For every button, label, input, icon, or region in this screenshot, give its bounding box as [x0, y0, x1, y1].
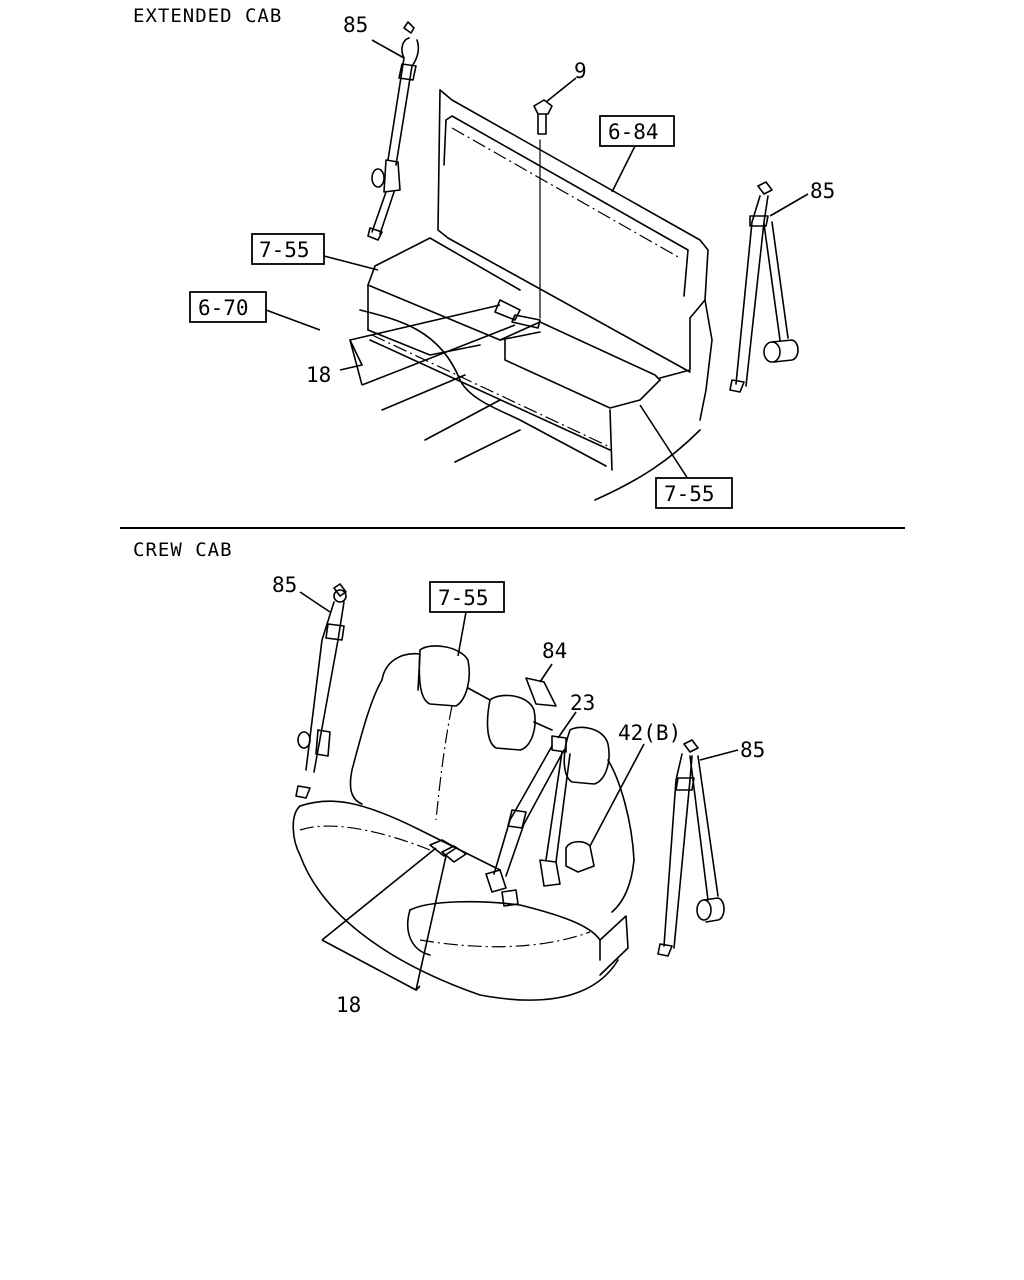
extended-callout-85-left: 85	[343, 13, 368, 37]
crew-center-belt-drawing	[485, 735, 571, 907]
extended-callout-7-55-top: 7-55	[259, 238, 310, 262]
extended-callout-6-70-box	[189, 291, 267, 323]
extended-right-seat-belt-drawing	[729, 181, 799, 393]
crew-callout-85-right: 85	[740, 738, 765, 762]
extended-callout-6-84-box	[599, 115, 675, 147]
crew-cover-84-drawing	[525, 677, 557, 707]
crew-callout-7-55-box	[429, 581, 505, 613]
extended-callout-7-55-bottom-box	[655, 477, 733, 509]
extended-left-seat-belt-drawing	[367, 21, 420, 241]
crew-cab-title: CREW CAB	[133, 539, 233, 561]
crew-callout-42b: 42(B)	[618, 721, 681, 745]
crew-callout-84: 84	[542, 639, 567, 663]
extended-cab-title: EXTENDED CAB	[133, 5, 282, 27]
extended-callout-18: 18	[306, 363, 331, 387]
crew-callout-18: 18	[336, 993, 361, 1017]
extended-callout-6-84: 6-84	[608, 120, 659, 144]
extended-bolt-drawing	[533, 99, 553, 319]
crew-callout-7-55: 7-55	[438, 586, 489, 610]
crew-right-seat-belt-drawing	[657, 739, 725, 957]
crew-callout-23: 23	[570, 691, 595, 715]
crew-callout-85-left: 85	[272, 573, 297, 597]
crew-left-seat-belt-drawing	[295, 583, 347, 799]
extended-callout-85-right: 85	[810, 179, 835, 203]
extended-seat-back-drawing	[437, 89, 713, 421]
extended-callout-6-70: 6-70	[198, 296, 249, 320]
extended-callout-7-55-top-box	[251, 233, 325, 265]
extended-callout-7-55-bottom: 7-55	[664, 482, 715, 506]
crew-anchor-42b-drawing	[565, 840, 595, 873]
extended-callout-9: 9	[574, 59, 587, 83]
extended-seat-cushion-drawing	[359, 237, 701, 501]
